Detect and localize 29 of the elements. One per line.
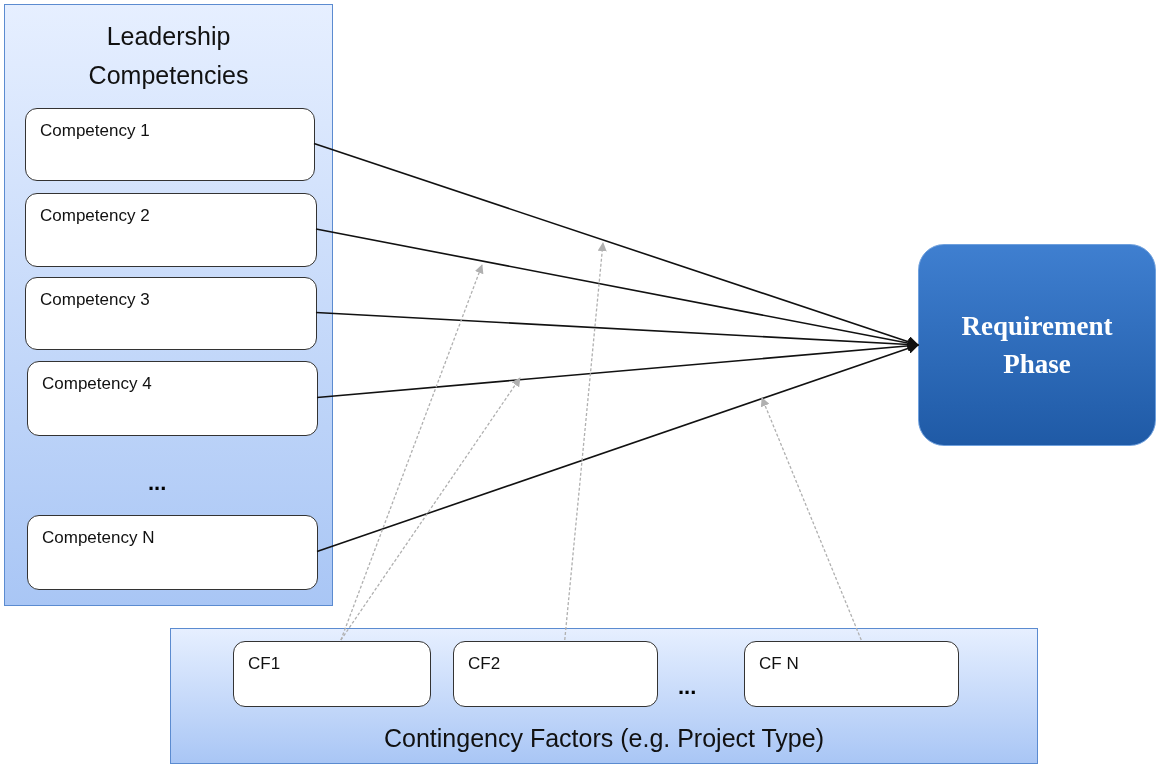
arrow [760, 397, 862, 641]
box-label: Competency 2 [40, 206, 150, 226]
process-box [233, 641, 431, 707]
process-box [27, 515, 318, 590]
arrow [564, 242, 607, 641]
process-box [25, 108, 315, 181]
box-label: CF1 [248, 654, 281, 674]
group-panel [4, 4, 333, 606]
group-title: Leadership Competencies [87, 21, 250, 91]
box-label: Competency 4 [42, 374, 152, 394]
box-label: CF2 [468, 654, 501, 674]
box-label: Competency 3 [40, 290, 150, 310]
process-box [27, 361, 318, 436]
box-label: Requirement Phase [960, 310, 1114, 381]
ellipsis-label: ... [678, 674, 697, 700]
arrow [315, 228, 920, 349]
arrow [340, 377, 521, 641]
process-box [453, 641, 658, 707]
process-box [744, 641, 959, 707]
process-box [25, 277, 317, 350]
box-label: CF N [759, 654, 799, 674]
arrow [340, 264, 484, 641]
box-label: Competency N [42, 528, 155, 548]
process-box [25, 193, 317, 267]
ellipsis-label: ... [148, 470, 167, 496]
box-label: Competency 1 [40, 121, 150, 141]
process-box [918, 244, 1156, 446]
group-panel [170, 628, 1038, 764]
group-title: Contingency Factors (e.g. Project Type) [383, 724, 825, 753]
